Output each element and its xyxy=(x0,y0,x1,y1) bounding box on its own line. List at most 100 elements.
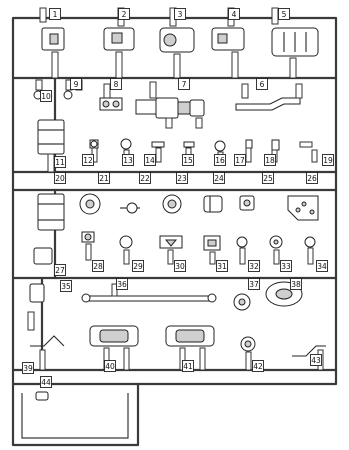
part-tag-box xyxy=(216,260,228,272)
part-tag-box xyxy=(49,8,61,20)
part-tag-17: 17 xyxy=(234,154,246,166)
part-tag-39: 39 xyxy=(22,362,34,374)
part-tag-box xyxy=(176,172,188,184)
part-number-label: 32 xyxy=(249,262,259,271)
runner-frame xyxy=(11,16,338,447)
part-tag-3: 3 xyxy=(174,8,186,20)
part-41-drawing xyxy=(165,325,215,371)
part-tag-41: 41 xyxy=(182,360,194,372)
part-31-drawing xyxy=(203,235,221,265)
part-tag-box xyxy=(178,78,190,90)
part-tag-box xyxy=(70,78,82,90)
part-19-drawing xyxy=(299,141,318,163)
part-number-label: 11 xyxy=(55,158,65,167)
part-tag-box xyxy=(110,78,122,90)
part-number-label: 44 xyxy=(41,378,51,387)
part-number-label: 19 xyxy=(323,156,333,165)
part-tag-28: 28 xyxy=(92,260,104,272)
part-tag-44: 44 xyxy=(40,376,52,388)
part-27-drawing xyxy=(27,247,53,331)
part-tag-box xyxy=(280,260,292,272)
part-30-drawing xyxy=(159,235,183,265)
part-tag-26: 26 xyxy=(306,172,318,184)
part-39-drawing xyxy=(30,335,65,371)
part-tag-box xyxy=(290,278,302,290)
part-number-label: 17 xyxy=(235,156,245,165)
part-tag-19: 19 xyxy=(322,154,334,166)
part-tag-1: 1 xyxy=(49,8,61,20)
part-tag-43: 43 xyxy=(310,354,322,366)
part-tag-box xyxy=(40,90,52,102)
part-number-label: 3 xyxy=(178,10,183,19)
part-number-label: 26 xyxy=(307,174,317,183)
part-number-label: 6 xyxy=(260,80,265,89)
part-tag-9: 9 xyxy=(70,78,82,90)
part-number-label: 18 xyxy=(265,156,275,165)
part-number-label: 13 xyxy=(123,156,133,165)
part-tag-30: 30 xyxy=(174,260,186,272)
part-number-label: 27 xyxy=(55,266,65,275)
part-tag-20: 20 xyxy=(54,172,66,184)
part-tag-7: 7 xyxy=(178,78,190,90)
part-tag-box xyxy=(98,172,110,184)
part-32-drawing xyxy=(236,236,248,265)
part-tag-36: 36 xyxy=(116,278,128,290)
part-tag-box xyxy=(174,260,186,272)
part-tag-box xyxy=(92,260,104,272)
part-number-label: 42 xyxy=(253,362,263,371)
part-tag-2: 2 xyxy=(118,8,130,20)
part-tag-box xyxy=(262,172,274,184)
part-28-drawing xyxy=(81,231,95,261)
part-tag-21: 21 xyxy=(98,172,110,184)
part-23-drawing xyxy=(162,194,182,214)
part-tag-11: 11 xyxy=(54,156,66,168)
part-tag-38: 38 xyxy=(290,278,302,290)
part-26-drawing xyxy=(287,195,319,221)
part-22-drawing xyxy=(120,202,140,214)
part-tag-box xyxy=(82,154,94,166)
part-number-label: 12 xyxy=(83,156,93,165)
part-tag-25: 25 xyxy=(262,172,274,184)
part-number-label: 5 xyxy=(282,10,287,19)
part-tag-box xyxy=(214,154,226,166)
part-36-drawing xyxy=(81,283,217,303)
part-tag-4: 4 xyxy=(228,8,240,20)
part-tag-box xyxy=(54,172,66,184)
part-37-drawing xyxy=(233,293,251,311)
part-tag-27: 27 xyxy=(54,264,66,276)
part-number-label: 15 xyxy=(183,156,193,165)
part-tag-box xyxy=(264,154,276,166)
part-tag-box xyxy=(182,154,194,166)
part-tag-box xyxy=(234,154,246,166)
part-number-label: 1 xyxy=(53,10,58,19)
part-tag-32: 32 xyxy=(248,260,260,272)
part-24-drawing xyxy=(203,195,223,213)
part-tag-box xyxy=(132,260,144,272)
part-number-label: 43 xyxy=(311,356,321,365)
part-42-drawing xyxy=(240,336,256,371)
part-tag-22: 22 xyxy=(139,172,151,184)
part-tag-box xyxy=(144,154,156,166)
part-number-label: 41 xyxy=(183,362,193,371)
part-number-label: 4 xyxy=(232,10,237,19)
part-tag-42: 42 xyxy=(252,360,264,372)
part-tag-box xyxy=(118,8,130,20)
part-tag-box xyxy=(104,360,116,372)
part-tag-box xyxy=(116,278,128,290)
part-tag-box xyxy=(122,154,134,166)
part-tag-box xyxy=(54,156,66,168)
part-number-label: 40 xyxy=(105,362,115,371)
part-tag-box xyxy=(306,172,318,184)
part-tag-box xyxy=(248,260,260,272)
part-tag-15: 15 xyxy=(182,154,194,166)
part-tag-18: 18 xyxy=(264,154,276,166)
part-tag-29: 29 xyxy=(132,260,144,272)
part-33-drawing xyxy=(269,235,283,265)
part-tag-14: 14 xyxy=(144,154,156,166)
part-14-drawing xyxy=(151,141,165,163)
part-tag-5: 5 xyxy=(278,8,290,20)
part-tag-33: 33 xyxy=(280,260,292,272)
part-25-drawing xyxy=(239,195,255,211)
